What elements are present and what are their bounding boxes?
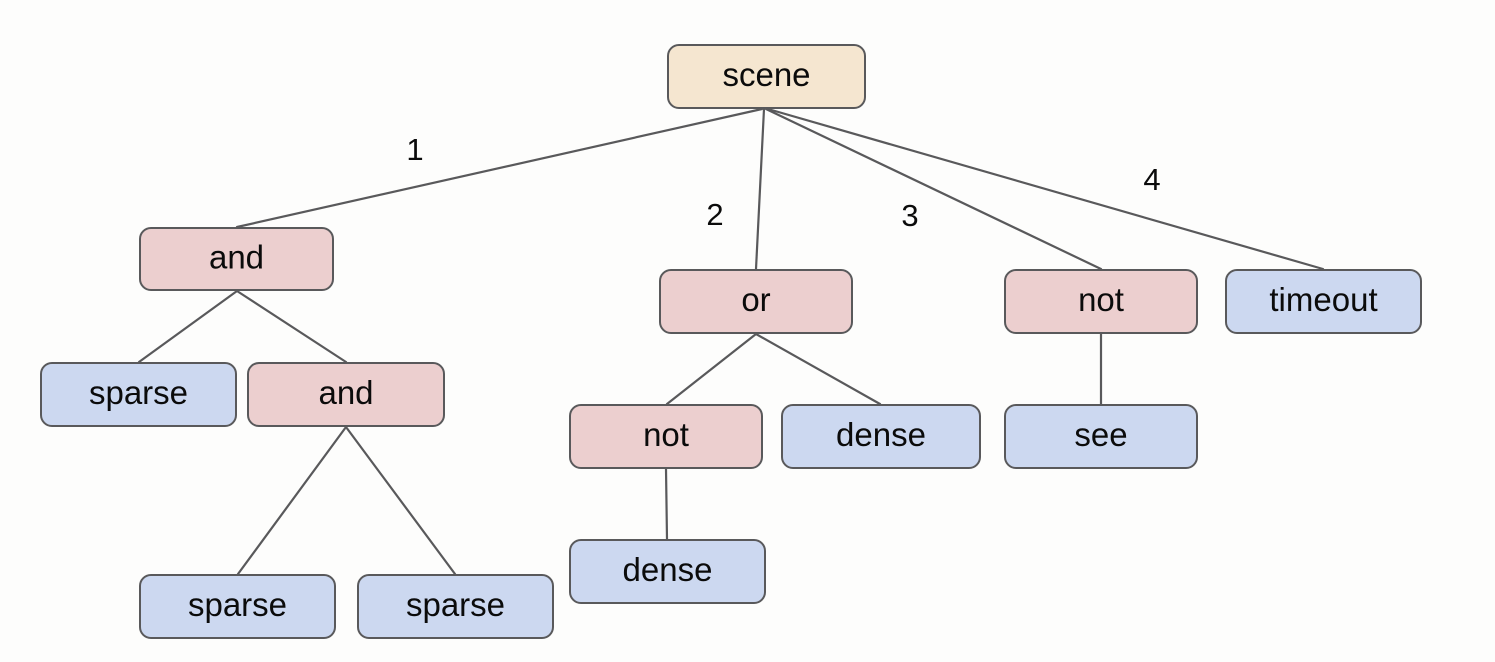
tree-node-sparse2[interactable]: sparse — [139, 574, 336, 639]
tree-node-not1[interactable]: not — [569, 404, 763, 469]
tree-node-sparse1[interactable]: sparse — [40, 362, 237, 427]
tree-edge-scene-to-not2 — [764, 107, 1103, 271]
tree-node-dense2[interactable]: dense — [569, 539, 766, 604]
node-box-dense1 — [781, 404, 981, 469]
edge-labels-layer: 1 2 3 4 — [406, 132, 1160, 233]
tree-edge-or1-to-dense1 — [754, 332, 882, 406]
tree-node-and1[interactable]: and — [139, 227, 334, 291]
node-box-timeout1 — [1225, 269, 1422, 334]
node-box-see1 — [1004, 404, 1198, 469]
node-label-sparse3: sparse — [406, 586, 505, 623]
tree-node-dense1[interactable]: dense — [781, 404, 981, 469]
edge-label-3: 3 — [901, 198, 918, 233]
node-box-not2 — [1004, 269, 1198, 334]
tree-edge-and1-to-sparse1 — [137, 289, 239, 364]
edge-label-4: 4 — [1143, 162, 1160, 197]
tree-node-or1[interactable]: or — [659, 269, 853, 334]
node-box-or1 — [659, 269, 853, 334]
node-label-or1: or — [741, 281, 770, 318]
tree-edge-and1-to-and2 — [235, 289, 348, 364]
node-label-timeout1: timeout — [1269, 281, 1377, 318]
tree-node-timeout1[interactable]: timeout — [1225, 269, 1422, 334]
node-label-see1: see — [1074, 416, 1127, 453]
node-label-dense1: dense — [836, 416, 926, 453]
node-label-sparse1: sparse — [89, 374, 188, 411]
node-box-scene — [667, 44, 866, 109]
edge-label-2: 2 — [706, 197, 723, 232]
node-label-not2: not — [1078, 281, 1124, 318]
tree-edge-or1-to-not1 — [665, 332, 758, 406]
tree-edge-scene-to-timeout1 — [766, 107, 1325, 271]
tree-node-see1[interactable]: see — [1004, 404, 1198, 469]
tree-edge-scene-to-and1 — [235, 107, 764, 229]
tree-node-scene[interactable]: scene — [667, 44, 866, 109]
nodes-layer: scene and sparse and sparse sparse or not dense d… — [40, 44, 1422, 639]
tree-edge-and2-to-sparse2 — [236, 425, 348, 576]
edge-label-1: 1 — [406, 132, 423, 167]
tree-node-not2[interactable]: not — [1004, 269, 1198, 334]
tree-node-and2[interactable]: and — [247, 362, 445, 427]
node-box-sparse2 — [139, 574, 336, 639]
tree-edge-scene-to-or1 — [754, 107, 766, 271]
tree-edge-and2-to-sparse3 — [344, 425, 457, 576]
tree-node-sparse3[interactable]: sparse — [357, 574, 554, 639]
edges-layer — [137, 107, 1325, 576]
node-box-sparse1 — [40, 362, 237, 427]
node-label-sparse2: sparse — [188, 586, 287, 623]
node-box-sparse3 — [357, 574, 554, 639]
node-box-and2 — [247, 362, 445, 427]
node-box-not1 — [569, 404, 763, 469]
node-label-dense2: dense — [623, 551, 713, 588]
node-box-dense2 — [569, 539, 766, 604]
tree-edge-not1-to-dense2 — [664, 467, 669, 541]
node-label-not1: not — [643, 416, 689, 453]
node-label-and1: and — [209, 239, 264, 276]
node-label-scene: scene — [722, 56, 810, 93]
node-label-and2: and — [318, 374, 373, 411]
node-box-and1 — [139, 227, 334, 291]
